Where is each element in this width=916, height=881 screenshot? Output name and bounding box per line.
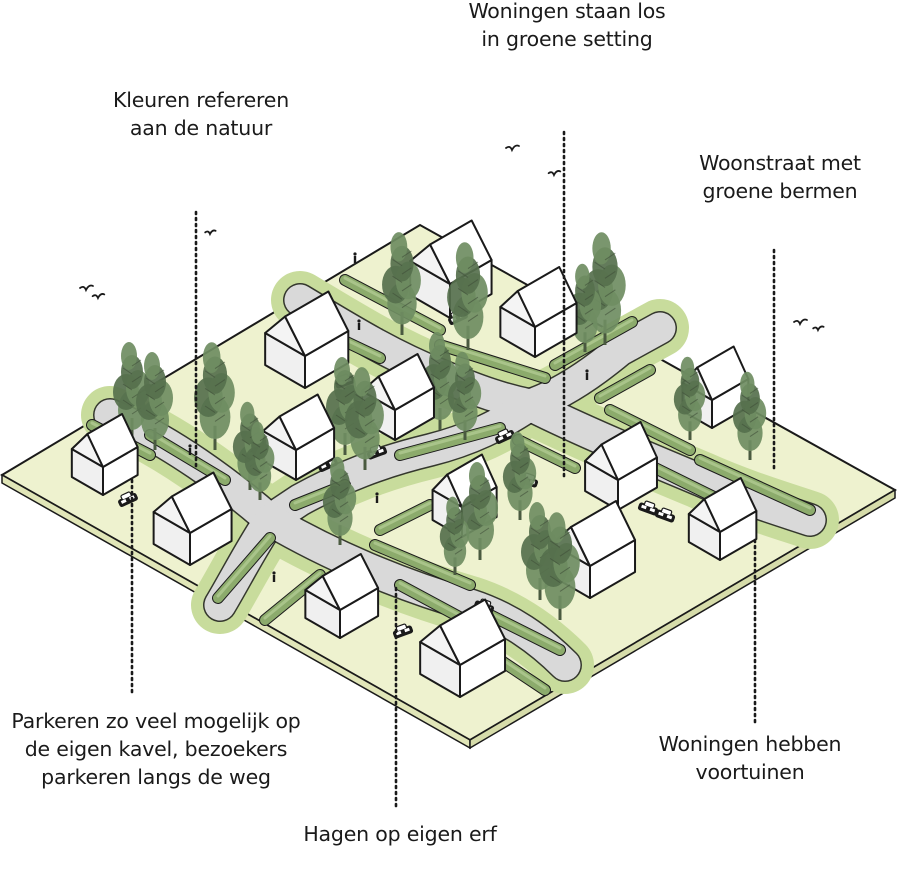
tree-icon <box>673 356 706 440</box>
hedge <box>394 579 471 626</box>
label-green-verges: Woonstraat met groene bermen <box>699 151 861 203</box>
bird-icon <box>505 144 520 153</box>
birds <box>79 144 825 333</box>
house-icon <box>152 471 233 566</box>
bird-icon <box>204 229 217 237</box>
tree-icon <box>136 352 173 450</box>
car-icon <box>495 428 515 445</box>
pedestrian-icon <box>353 252 357 263</box>
label-front-gardens: Woningen hebben voortuinen <box>658 732 842 784</box>
tree-icon <box>322 456 357 545</box>
house-icon <box>419 598 507 698</box>
pedestrian-icon <box>375 492 379 503</box>
hedge <box>604 404 696 456</box>
bird-icon <box>812 325 825 333</box>
label-natural-colors: Kleuren refereren aan de natuur <box>112 88 290 140</box>
label-detached-homes: Woningen staan los in groene setting <box>468 0 666 51</box>
bird-icon <box>79 284 94 293</box>
house-icon <box>584 421 658 511</box>
tree-icon <box>345 367 384 470</box>
bird-icon <box>91 293 106 301</box>
hedge <box>212 532 276 604</box>
hedge <box>394 422 506 461</box>
hedge <box>694 454 816 516</box>
bird-icon <box>547 170 562 178</box>
house-icon <box>70 413 139 496</box>
tree-icon <box>502 431 537 520</box>
tree-icon <box>194 342 235 450</box>
tree-icon <box>447 351 482 440</box>
house-icon <box>499 266 578 358</box>
hedge <box>649 462 726 506</box>
label-hedges: Hagen op eigen erf <box>303 822 497 846</box>
car-icon <box>118 491 138 508</box>
hedge <box>594 364 656 404</box>
tree-icon <box>439 496 470 575</box>
tree-icon <box>732 371 767 460</box>
hedge <box>549 316 638 371</box>
label-parking: Parkeren zo veel mogelijk op de eigen ka… <box>11 709 301 789</box>
hedge <box>512 434 581 474</box>
tree-icon <box>382 232 421 335</box>
house-icon <box>264 290 350 389</box>
street-segment <box>514 389 826 536</box>
tree-icon <box>461 462 498 560</box>
hedge <box>259 569 326 626</box>
hedge <box>374 499 436 536</box>
house-icon <box>262 393 336 481</box>
house-icon <box>687 477 758 561</box>
hedge <box>434 339 551 384</box>
bird-icon <box>793 318 808 327</box>
pedestrian-icon <box>272 571 276 582</box>
pedestrian-icon <box>585 369 589 380</box>
tree-icon <box>447 242 488 350</box>
tree-icon <box>113 342 150 440</box>
pedestrian-icon <box>357 319 361 330</box>
pedestrian-icon <box>188 444 192 455</box>
leader-lines <box>130 130 776 812</box>
house-icon <box>304 553 380 639</box>
car-icon <box>637 500 659 516</box>
scene-objects <box>70 219 767 698</box>
car-icon <box>654 507 676 523</box>
tree-icon <box>244 421 275 500</box>
tree-icon <box>539 512 580 620</box>
hedge <box>369 539 476 591</box>
